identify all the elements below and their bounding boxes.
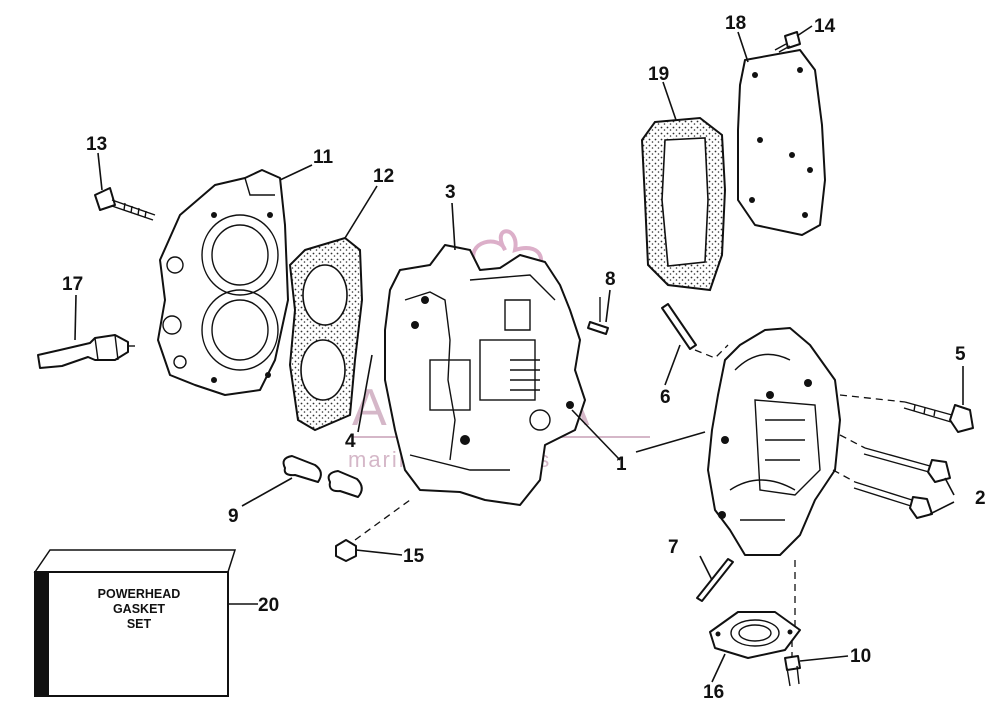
callout-15: 15 [403, 546, 425, 567]
callout-2: 2 [975, 488, 986, 509]
exhaust-gasket-icon [640, 116, 727, 292]
bolt-2a-icon [863, 447, 951, 483]
alignment-lines [354, 344, 906, 656]
callout-17: 17 [62, 274, 83, 295]
bolt-10-icon [784, 655, 801, 687]
callout-5: 5 [955, 344, 966, 365]
leader-lines [74, 25, 964, 683]
callout-11: 11 [313, 147, 334, 168]
callout-numbers: 1 2 3 4 5 6 7 8 9 10 11 12 13 14 15 16 1… [62, 13, 986, 703]
bearing-sleeve-9a-icon [282, 455, 322, 483]
callout-9: 9 [228, 506, 239, 527]
gasket-set-line2: GASKET [113, 602, 165, 616]
bearing-sleeve-9b-icon [327, 470, 363, 498]
callout-20: 20 [258, 595, 279, 616]
callout-10: 10 [850, 646, 871, 667]
dowel-pin-7-icon [696, 558, 734, 602]
callout-13: 13 [86, 134, 107, 155]
callout-14: 14 [814, 16, 836, 37]
spark-plug-icon [37, 334, 135, 369]
gasket-set-line3: SET [127, 617, 152, 631]
cylinder-block-icon [384, 244, 586, 506]
cylinder-head-icon [157, 169, 289, 396]
bolt-2b-icon [853, 481, 933, 519]
gasket-set-line1: POWERHEAD [98, 587, 181, 601]
callout-8: 8 [605, 269, 616, 290]
callout-1: 1 [616, 454, 627, 475]
dowel-pin-6-icon [661, 303, 697, 350]
callout-7: 7 [668, 537, 679, 558]
callout-3: 3 [445, 182, 456, 203]
oil-seal-plate-icon [709, 611, 801, 659]
crankcase-cover-icon [707, 327, 841, 556]
callout-19: 19 [648, 64, 669, 85]
callout-12: 12 [373, 166, 394, 187]
bolt-13-icon [94, 187, 156, 221]
exhaust-cover-icon [737, 49, 826, 236]
callout-4: 4 [345, 431, 356, 452]
bolt-5-icon [903, 401, 974, 433]
callout-16: 16 [703, 682, 724, 703]
gasket-set-box: POWERHEAD GASKET SET [33, 549, 237, 697]
dowel-pin-8-icon [587, 297, 609, 335]
bolt-15-icon [335, 539, 357, 562]
bolt-14-icon [774, 31, 801, 53]
callout-6: 6 [660, 387, 671, 408]
head-gasket-icon [288, 236, 364, 432]
callout-18: 18 [725, 13, 746, 34]
